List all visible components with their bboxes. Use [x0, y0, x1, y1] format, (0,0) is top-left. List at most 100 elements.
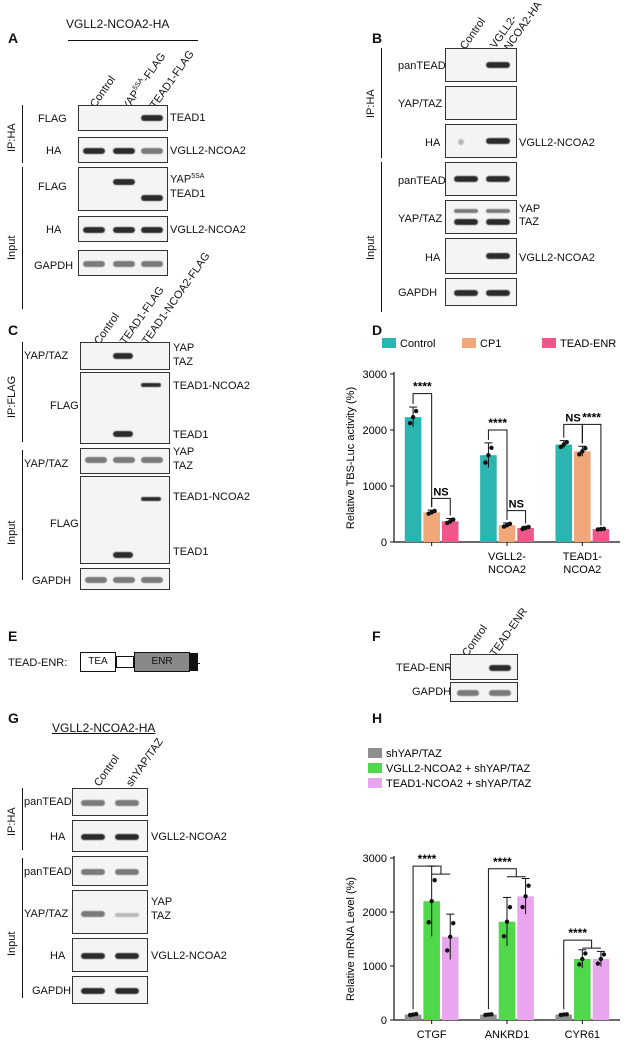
bar — [423, 901, 440, 1020]
row-label: HA — [425, 252, 441, 264]
blot-strip — [445, 124, 517, 158]
group-bracket — [381, 48, 382, 158]
y-axis-label: Relative TBS-Luc activity (%) — [345, 387, 357, 529]
row-label: GAPDH — [34, 260, 74, 272]
y-tick-label: 1000 — [363, 481, 387, 493]
x-tick-label: NCOA2 — [563, 564, 601, 576]
blot-strip — [78, 167, 168, 211]
significance-label: NS — [509, 499, 524, 511]
data-point — [489, 445, 494, 451]
data-point — [558, 444, 563, 450]
blot-strip — [72, 976, 148, 1004]
row-label: FLAG — [50, 518, 79, 530]
band-label: TEAD1-NCOA2 — [173, 491, 251, 503]
legend-swatch — [462, 338, 476, 348]
row-label: YAP/TAZ — [24, 350, 69, 362]
data-point — [561, 442, 566, 447]
row-label: GAPDH — [398, 287, 438, 299]
group-bracket — [381, 162, 382, 312]
data-point — [526, 524, 531, 530]
blot-strip — [445, 238, 517, 274]
blot-strip — [72, 938, 148, 972]
group-label: Input — [365, 235, 377, 260]
bar — [555, 444, 573, 542]
data-point — [523, 894, 528, 899]
blot-strip — [72, 788, 148, 816]
blot-strip — [78, 137, 168, 163]
band-label: VGLL2-NCOA2 — [519, 137, 595, 149]
panel-label-h: H — [372, 710, 383, 726]
band-label: YAP — [519, 203, 541, 215]
bar — [404, 1014, 422, 1020]
bar — [404, 417, 422, 542]
group-bracket — [22, 858, 23, 998]
y-tick-label: 0 — [381, 537, 387, 549]
data-point — [507, 521, 513, 527]
legend-entry: shYAP/TAZ — [386, 748, 442, 760]
bar — [592, 529, 610, 542]
row-label: FLAG — [38, 113, 67, 125]
row-label: panTEAD — [398, 60, 446, 72]
legend-entry: VGLL2-NCOA2 + shYAP/TAZ — [386, 763, 530, 775]
panel-label-a: A — [8, 30, 19, 46]
significance-bracket — [412, 393, 433, 508]
blot-strip — [445, 48, 517, 82]
data-point — [483, 460, 488, 465]
legend-swatch — [368, 748, 382, 758]
group-bracket — [22, 167, 23, 309]
data-point — [451, 517, 456, 522]
panel-label-g: G — [8, 710, 19, 726]
significance-bracket — [412, 865, 442, 1010]
row-label: YAP/TAZ — [398, 98, 443, 110]
panel-label-f: F — [372, 628, 381, 644]
bar — [517, 896, 534, 1020]
data-point — [598, 956, 604, 962]
band-label: TAZ — [173, 460, 193, 472]
row-label: TEAD-ENR — [396, 662, 453, 674]
band-label: TEAD1 — [173, 429, 209, 441]
row-label: HA — [50, 831, 66, 843]
band-label: TEAD1 — [170, 188, 206, 200]
data-point — [583, 446, 588, 451]
lane-label: shYAP/TAZ — [124, 736, 166, 789]
data-point — [426, 920, 431, 925]
group-bracket — [22, 450, 23, 580]
significance-bracket — [506, 510, 527, 524]
data-point — [577, 452, 582, 457]
row-label: HA — [50, 950, 66, 962]
row-label: HA — [425, 137, 441, 149]
blot-strip — [445, 200, 517, 234]
group-bracket — [22, 342, 23, 442]
group-label: IP:HA — [365, 89, 377, 118]
x-tick-label: CTGF — [417, 1029, 447, 1041]
data-point — [410, 414, 416, 420]
significance-label: **** — [418, 852, 437, 866]
x-tick-label: VGLL2- — [488, 551, 526, 563]
enr-domain: ENR — [134, 652, 190, 672]
significance-label: **** — [493, 855, 512, 869]
blot-strip — [80, 476, 170, 564]
significance-label: **** — [488, 416, 507, 430]
bar — [517, 528, 534, 542]
bar — [480, 455, 497, 542]
y-tick-label: 2000 — [363, 907, 387, 919]
data-point — [580, 956, 585, 962]
blot-strip — [445, 162, 517, 196]
bar — [574, 451, 591, 542]
row-label: HA — [46, 224, 62, 236]
bar — [555, 1014, 573, 1020]
legend-swatch — [368, 763, 382, 773]
data-point — [504, 919, 510, 924]
y-tick-label: 1000 — [363, 961, 387, 973]
legend-entry: TEAD-ENR — [560, 338, 616, 350]
data-point — [601, 526, 607, 531]
blot-strip — [80, 448, 170, 474]
band-label: YAP5SA — [170, 173, 205, 186]
bar — [480, 1014, 497, 1020]
panel-label-b: B — [372, 30, 383, 46]
significance-label: **** — [568, 926, 587, 940]
blot-strip — [445, 278, 517, 306]
band-label: YAP — [173, 342, 195, 354]
band-label: TAZ — [151, 910, 171, 922]
significance-label: **** — [582, 410, 601, 424]
